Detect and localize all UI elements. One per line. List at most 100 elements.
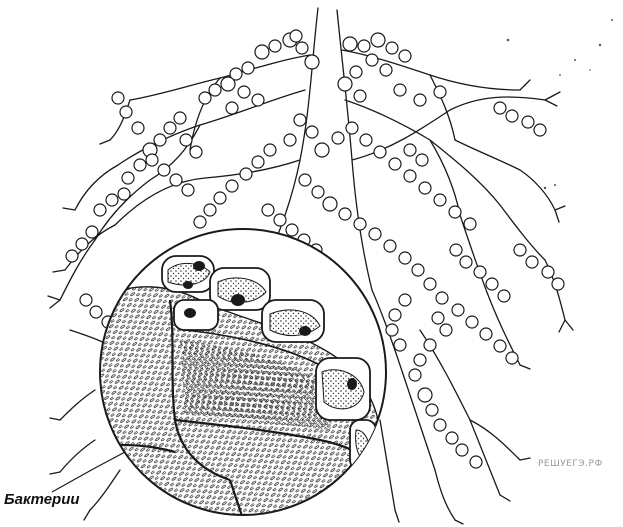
nodule-bead (434, 194, 446, 206)
nodule-bead (190, 146, 202, 158)
nodule-bead (486, 278, 498, 290)
bacteria-label: Бактерии (4, 492, 80, 507)
nodule-bead (226, 102, 238, 114)
nodule-bead (534, 124, 546, 136)
nodule-bead (286, 224, 298, 236)
nodule-bead (380, 64, 392, 76)
nodule-bead (399, 252, 411, 264)
nodule-bead (312, 186, 324, 198)
nodule-bead (226, 180, 238, 192)
nodule-bead (80, 294, 92, 306)
nodule-bead (416, 154, 428, 166)
nodule-bead (146, 154, 158, 166)
specks (507, 19, 613, 189)
nodule-bead (464, 218, 476, 230)
nodule-bead (449, 206, 461, 218)
nodule-bead (494, 102, 506, 114)
nodule-bead (343, 37, 357, 51)
nodule-bead (474, 266, 486, 278)
nodule-bead (371, 33, 385, 47)
nodule-bead (506, 110, 518, 122)
nodule-bead (296, 42, 308, 54)
nodule-bead (240, 168, 252, 180)
nodule-bead (460, 256, 472, 268)
nodule-bead (252, 94, 264, 106)
nodule-bead (255, 45, 269, 59)
nodule-bead (374, 146, 386, 158)
nodule-bead (199, 92, 211, 104)
nodule-bead (66, 250, 78, 262)
nodule-bead (498, 290, 510, 302)
nodule-bead (134, 159, 146, 171)
nodule-bead (120, 106, 132, 118)
nodule-bead (466, 316, 478, 328)
nodule-bead (424, 278, 436, 290)
nodule-bead (409, 369, 421, 381)
nodule-bead (194, 216, 206, 228)
nodule-bead (414, 354, 426, 366)
nodule-bead (315, 143, 329, 157)
nodule-bead (94, 204, 106, 216)
nodule-bead (399, 294, 411, 306)
nodule-bead (440, 324, 452, 336)
nodule-bead (174, 112, 186, 124)
bacteria-pointer-line (52, 452, 125, 492)
nodule-bead (389, 158, 401, 170)
nodule-bead (426, 404, 438, 416)
nodule-bead (506, 352, 518, 364)
nodule-bead (434, 419, 446, 431)
nodule-bead (170, 174, 182, 186)
nodule-bead (238, 86, 250, 98)
nodule-bead (399, 50, 411, 62)
nodule-bead (158, 164, 170, 176)
nodule-bead (360, 134, 372, 146)
nodule-bead (339, 208, 351, 220)
nodule-bead (358, 40, 370, 52)
nodule-bead (418, 388, 432, 402)
nodule-bead (118, 188, 130, 200)
nodule-bead (526, 256, 538, 268)
nodule-bead (436, 292, 448, 304)
nodule-bead (221, 77, 235, 91)
nodule-bead (209, 84, 221, 96)
nodule-bead (470, 456, 482, 468)
nodule-bead (552, 278, 564, 290)
nodule-bead (424, 339, 436, 351)
nodule-bead (456, 444, 468, 456)
nodule-bead (434, 86, 446, 98)
nodule-bead (306, 126, 318, 138)
nodule-bead (132, 122, 144, 134)
nodule-bead (389, 309, 401, 321)
nodule-bead (354, 218, 366, 230)
nodule-bead (90, 306, 102, 318)
nodule-bead (305, 55, 319, 69)
nodule-bead (369, 228, 381, 240)
nodule-bead (182, 184, 194, 196)
nodule-bead (446, 432, 458, 444)
nodule-bead (180, 134, 192, 146)
nodule-bead (214, 192, 226, 204)
nodule-bead (480, 328, 492, 340)
nodule-bead (252, 156, 264, 168)
nodule-bead (366, 54, 378, 66)
nodule-bead (394, 84, 406, 96)
nodule-bead (354, 90, 366, 102)
nodule-bead (323, 197, 337, 211)
nodule-bead (404, 144, 416, 156)
nodule-bead (264, 144, 276, 156)
nodule-bead (269, 40, 281, 52)
nodule-bead (262, 204, 274, 216)
nodule-bead (284, 134, 296, 146)
nodule-bead (419, 182, 431, 194)
nodule-bead (394, 339, 406, 351)
nodule-cross-section (95, 229, 386, 525)
nodule-bead (122, 172, 134, 184)
nodule-bead (332, 132, 344, 144)
nodule-bead (350, 66, 362, 78)
nodule-bead (414, 94, 426, 106)
nodule-bead (164, 122, 176, 134)
nodule-bead (452, 304, 464, 316)
nodule-bead (299, 174, 311, 186)
nodule-bead (154, 134, 166, 146)
